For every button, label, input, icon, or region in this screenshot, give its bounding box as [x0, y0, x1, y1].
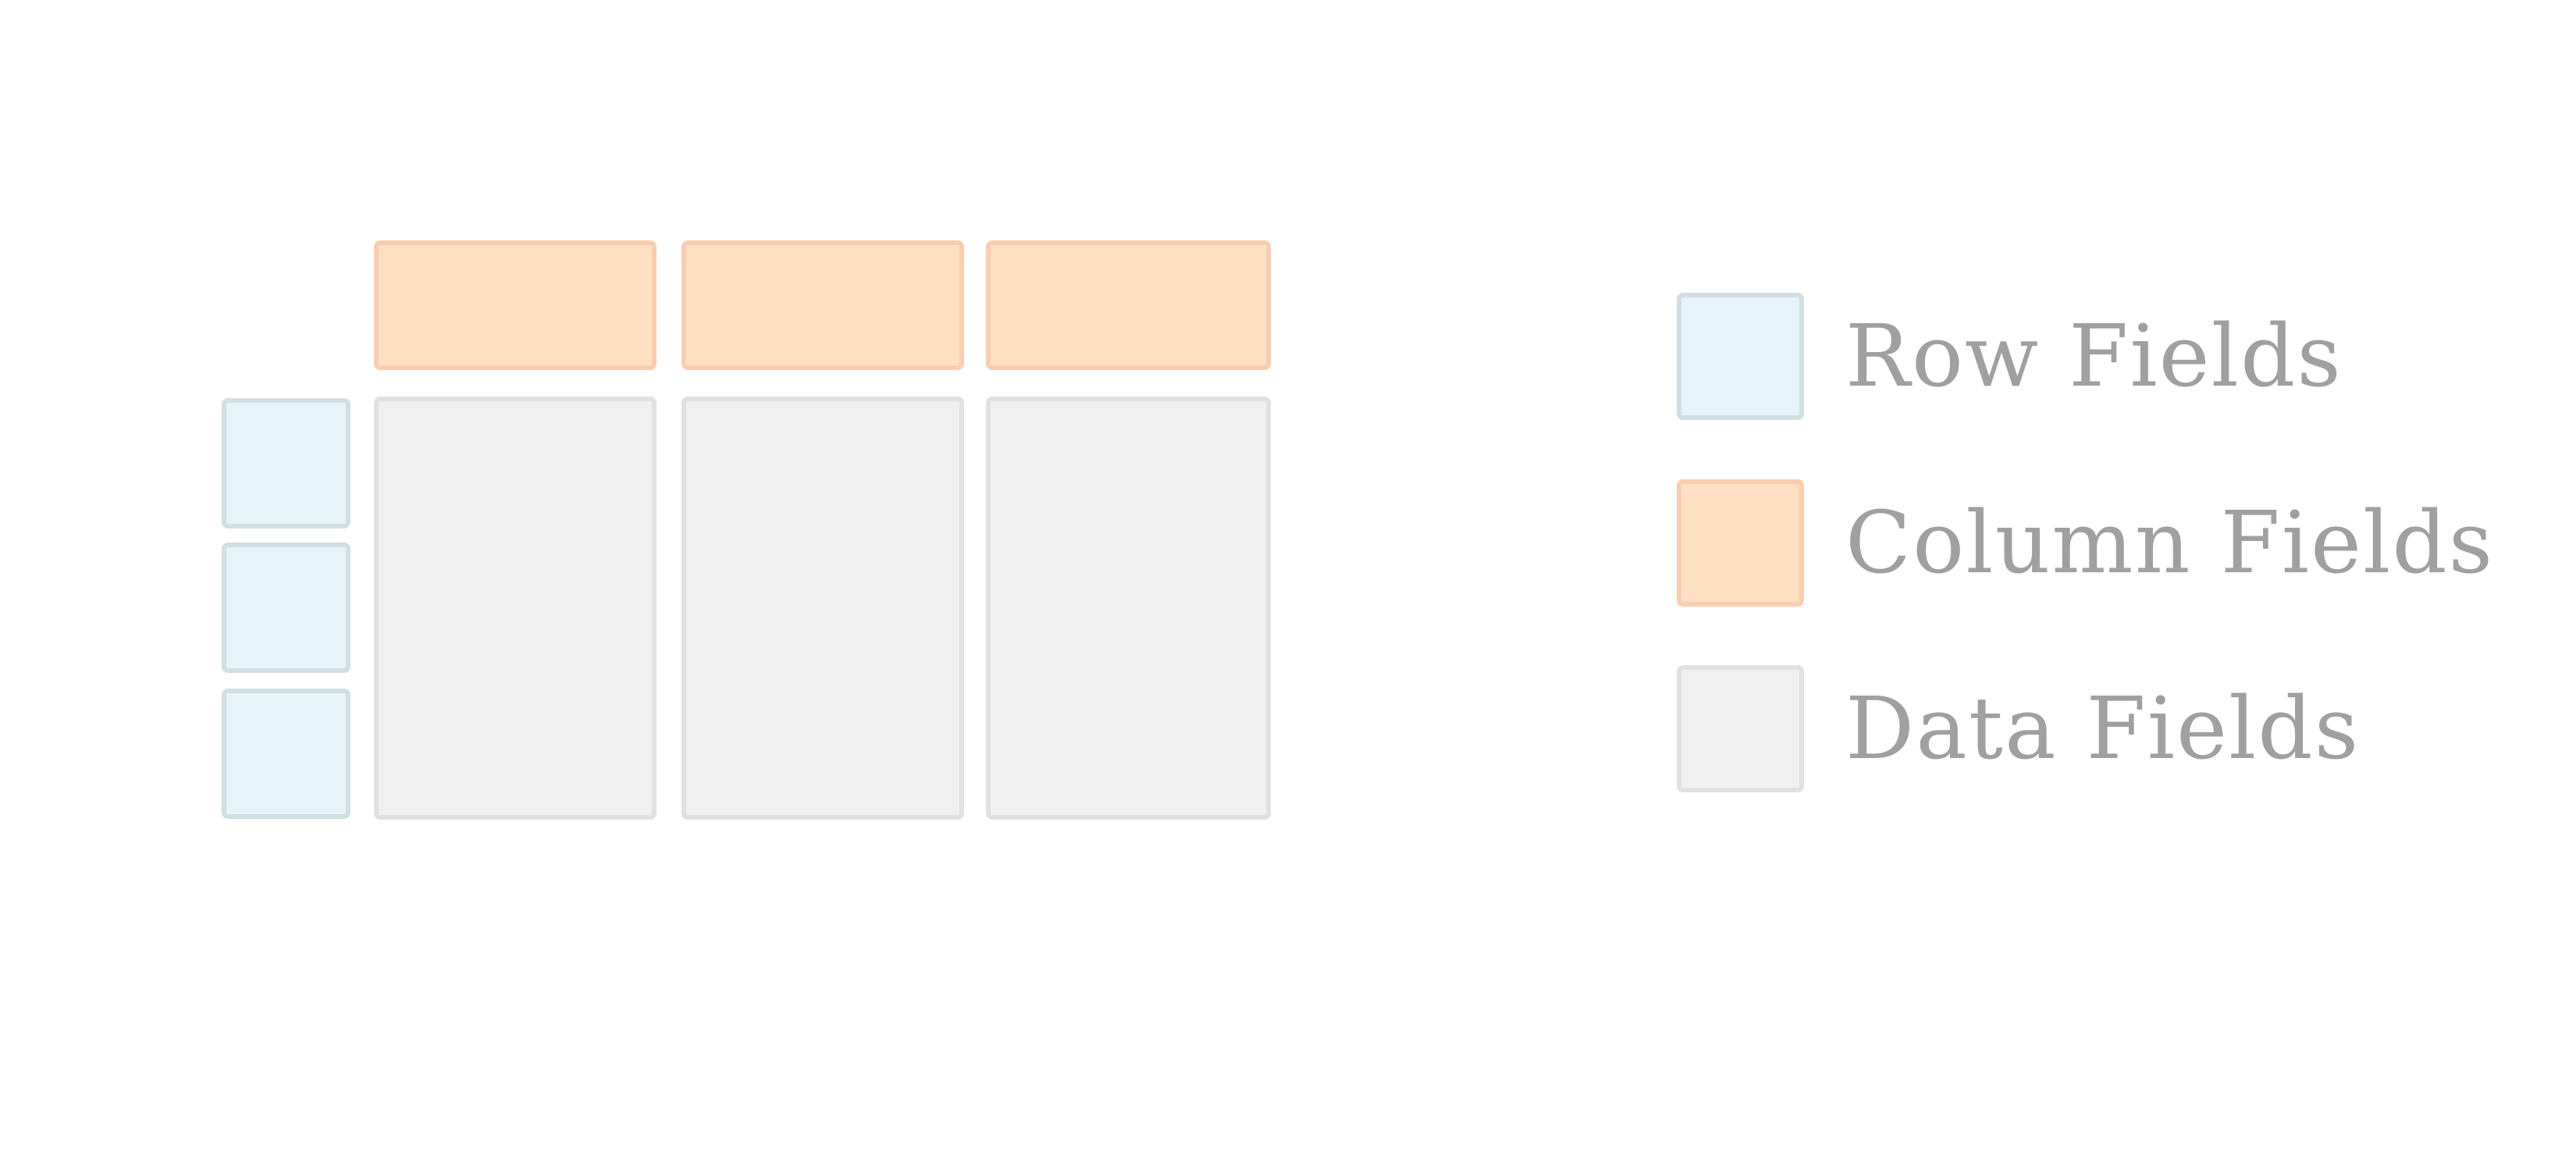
- data-fields-swatch: [1677, 665, 1804, 792]
- legend-item-data-fields: Data Fields: [1677, 665, 2535, 798]
- legend-item-row-fields: Row Fields: [1677, 293, 2535, 425]
- column-field-box-2: [681, 240, 964, 370]
- legend-label-row-fields: Row Fields: [1845, 306, 2343, 406]
- data-field-box-1: [374, 397, 656, 820]
- data-field-box-3: [986, 397, 1271, 820]
- row-field-box-2: [222, 543, 350, 673]
- row-field-box-3: [222, 689, 350, 819]
- row-field-box-1: [222, 398, 350, 529]
- column-fields-swatch: [1677, 479, 1804, 607]
- legend-item-column-fields: Column Fields: [1677, 479, 2535, 612]
- column-field-box-3: [986, 240, 1271, 370]
- legend-label-data-fields: Data Fields: [1845, 678, 2361, 778]
- data-field-box-2: [681, 397, 964, 820]
- row-fields-swatch: [1677, 293, 1804, 420]
- legend-label-column-fields: Column Fields: [1845, 493, 2495, 593]
- column-field-box-1: [374, 240, 656, 370]
